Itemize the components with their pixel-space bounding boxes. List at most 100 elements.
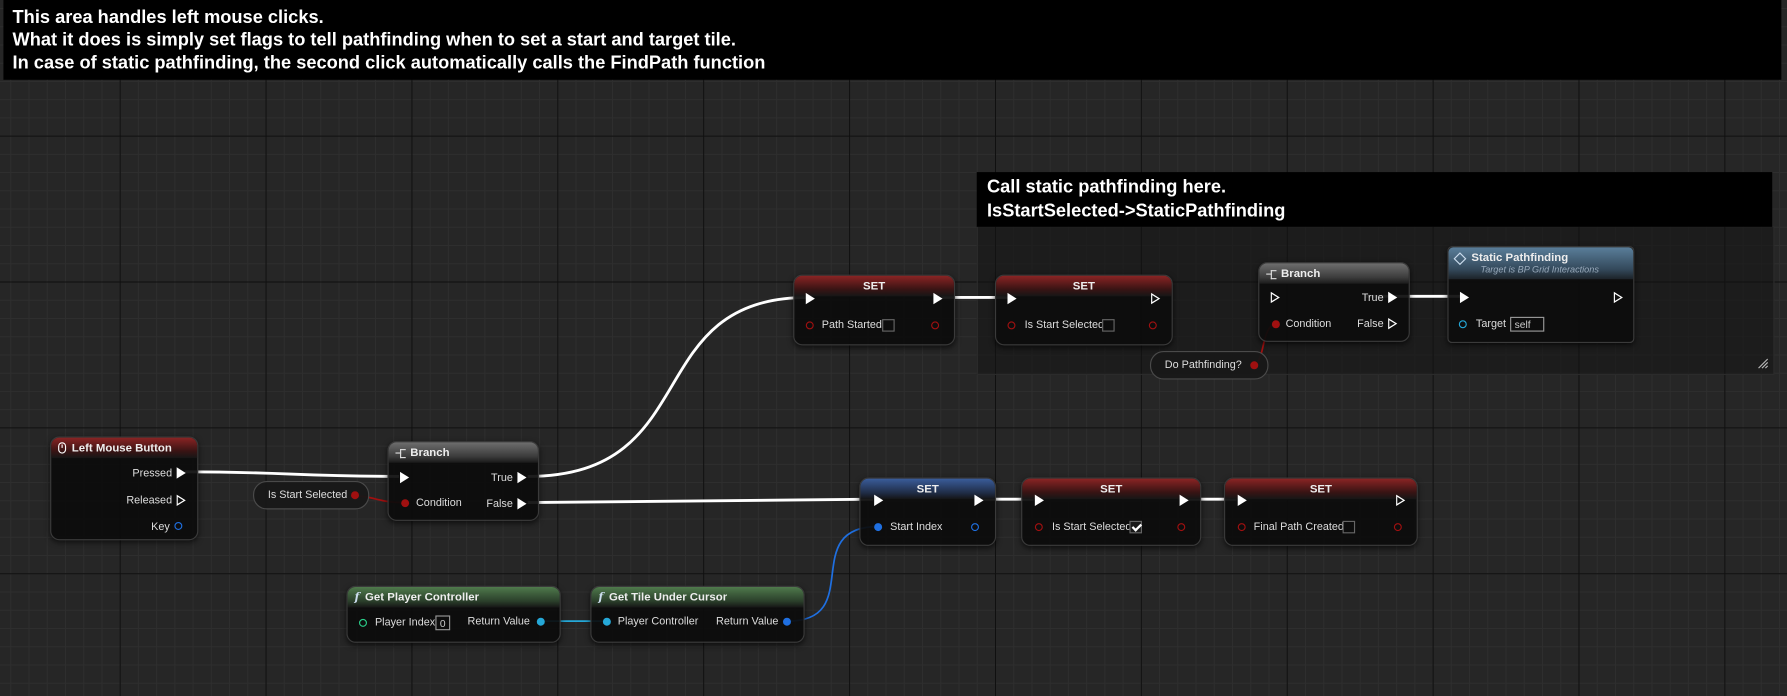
exec-wire <box>184 470 399 478</box>
exec-out-pin[interactable] <box>1151 292 1161 305</box>
pin-label-true: True <box>490 471 513 485</box>
target-self-field[interactable]: self <box>1510 316 1545 332</box>
set-path-started-node[interactable]: SET Path Started <box>793 274 956 346</box>
exec-in-pin[interactable] <box>1459 291 1470 304</box>
variable-label: Start Index <box>890 520 943 534</box>
node-title: Left Mouse Button <box>71 441 172 455</box>
bool-out-pin[interactable] <box>931 321 940 330</box>
exec-in-pin[interactable] <box>1034 494 1044 507</box>
condition-in-pin[interactable] <box>1271 320 1280 329</box>
comment-line: What it does is simply set flags to tell… <box>12 30 736 51</box>
exec-out-pin[interactable] <box>974 494 984 507</box>
comment-box-top[interactable]: This area handles left mouse clicks. Wha… <box>3 0 1782 80</box>
function-icon: f <box>598 590 604 604</box>
condition-in-pin[interactable] <box>401 499 410 508</box>
pin-label-return-value: Return Value <box>716 615 779 628</box>
variable-name: Do Pathfinding? <box>1164 359 1242 372</box>
node-header: Left Mouse Button <box>51 437 198 459</box>
set-start-index-node[interactable]: SET Start Index <box>859 477 997 546</box>
exec-out-pin-false[interactable] <box>517 498 527 510</box>
left-mouse-button-event-node[interactable]: Left Mouse Button Pressed Released Key <box>50 436 199 541</box>
comment-line: Call static pathfinding here. <box>986 177 1227 198</box>
exec-out-pin-released[interactable] <box>176 494 186 507</box>
static-pathfinding-function-node[interactable]: Static Pathfinding Target is BP Grid Int… <box>1447 246 1635 344</box>
return-value-out-pin[interactable] <box>782 617 791 626</box>
bool-out-pin[interactable] <box>1393 523 1402 532</box>
key-out-pin[interactable] <box>174 521 183 530</box>
variable-label: Is Start Selected <box>1051 520 1132 534</box>
set-is-start-selected-node[interactable]: SET Is Start Selected <box>994 274 1173 346</box>
is-start-selected-getter-node[interactable]: Is Start Selected <box>253 480 370 510</box>
comment-line: In case of static pathfinding, the secon… <box>12 53 766 73</box>
node-title: Get Player Controller <box>365 590 480 604</box>
pin-label-key: Key <box>151 520 170 534</box>
node-header: SET <box>1225 478 1417 500</box>
exec-out-pin[interactable] <box>1396 494 1406 507</box>
node-header: SET <box>794 275 954 297</box>
player-index-in-pin[interactable] <box>359 618 367 627</box>
branch-node[interactable]: Branch True Condition False <box>387 441 540 521</box>
exec-in-pin[interactable] <box>1007 292 1017 305</box>
player-index-field[interactable]: 0 <box>435 615 451 631</box>
bool-out-pin[interactable] <box>1250 361 1259 370</box>
is-start-selected-checkbox-checked[interactable] <box>1129 520 1142 534</box>
exec-in-pin[interactable] <box>1237 494 1247 507</box>
exec-out-pin-pressed[interactable] <box>176 467 186 479</box>
path-started-checkbox[interactable] <box>882 319 895 332</box>
exec-out-pin-true[interactable] <box>1388 291 1398 304</box>
node-header: Branch <box>1259 263 1409 284</box>
target-in-pin[interactable] <box>1458 320 1467 329</box>
node-header: SET <box>1022 478 1201 500</box>
exec-in-pin[interactable] <box>400 471 410 484</box>
function-icon <box>1453 251 1467 265</box>
return-value-out-pin[interactable] <box>536 617 545 626</box>
set-final-path-created-node[interactable]: SET Final Path Created <box>1224 477 1418 546</box>
resize-handle-icon[interactable] <box>1757 358 1769 369</box>
bool-in-pin[interactable] <box>1034 523 1043 532</box>
pin-label-false: False <box>486 498 513 511</box>
exec-out-pin[interactable] <box>933 292 943 305</box>
exec-in-pin[interactable] <box>805 292 815 305</box>
struct-out-pin[interactable] <box>971 523 980 532</box>
bool-out-pin[interactable] <box>1148 321 1157 330</box>
exec-in-pin[interactable] <box>874 494 884 507</box>
bool-in-pin[interactable] <box>805 321 814 330</box>
pin-label-return-value: Return Value <box>467 615 530 628</box>
bool-out-pin[interactable] <box>351 491 360 500</box>
node-header: Branch <box>388 442 538 463</box>
comment-line: IsStartSelected->StaticPathfinding <box>986 201 1286 222</box>
exec-in-pin[interactable] <box>1270 291 1280 304</box>
pin-label-condition: Condition <box>415 496 462 510</box>
set-is-start-selected-true-node[interactable]: SET Is Start Selected <box>1021 477 1202 546</box>
do-pathfinding-getter-node[interactable]: Do Pathfinding? <box>1149 351 1269 380</box>
pin-label-false: False <box>1357 317 1384 331</box>
struct-in-pin[interactable] <box>874 523 883 532</box>
pin-label-condition: Condition <box>1285 317 1332 331</box>
exec-out-pin[interactable] <box>1613 291 1623 304</box>
final-path-created-checkbox[interactable] <box>1342 520 1356 534</box>
is-start-selected-checkbox[interactable] <box>1102 319 1115 332</box>
bool-in-pin[interactable] <box>1007 321 1016 330</box>
exec-wire <box>527 497 874 505</box>
pin-label-true: True <box>1361 291 1384 305</box>
branch-icon <box>1266 268 1277 279</box>
comment-box-right[interactable]: Call static pathfinding here. IsStartSel… <box>976 172 1773 227</box>
pin-label-target: Target <box>1475 317 1507 331</box>
node-title: Branch <box>1281 267 1321 280</box>
exec-out-pin[interactable] <box>1179 494 1189 507</box>
node-subtitle: Target is BP Grid Interactions <box>1480 264 1599 275</box>
bool-out-pin[interactable] <box>1177 523 1186 532</box>
player-controller-in-pin[interactable] <box>602 617 611 626</box>
function-icon: f <box>354 590 360 604</box>
bool-in-pin[interactable] <box>1237 523 1246 532</box>
branch-node-static[interactable]: Branch True Condition False <box>1258 262 1410 342</box>
exec-out-pin-false[interactable] <box>1388 317 1398 330</box>
struct-wire <box>787 525 879 622</box>
exec-out-pin-true[interactable] <box>517 471 527 484</box>
variable-label: Is Start Selected <box>1024 319 1105 332</box>
